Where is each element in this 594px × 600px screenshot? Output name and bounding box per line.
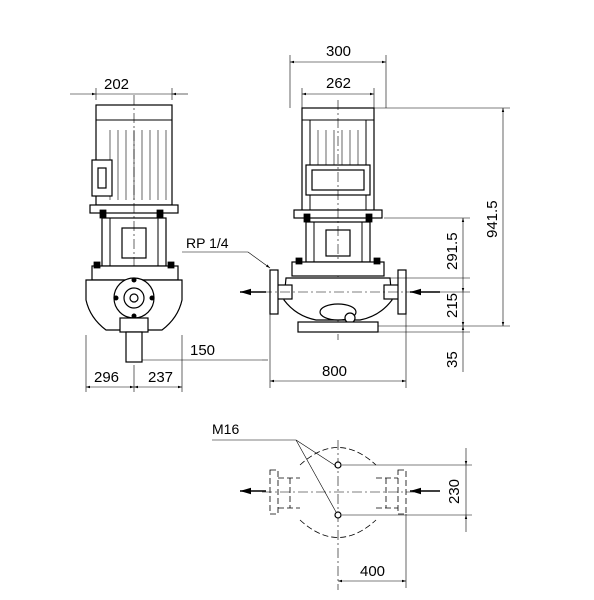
dim-150: 150: [142, 342, 268, 361]
dim-941-label: 941.5: [484, 200, 501, 238]
dim-230-label: 230: [446, 479, 463, 504]
dim-300-label: 300: [326, 43, 351, 60]
dim-35-label: 35: [444, 351, 461, 368]
side-view: [85, 95, 183, 370]
dim-296-237: 296 237: [85, 335, 183, 392]
bolt-thread-label: M16: [212, 421, 239, 437]
dim-262-label: 262: [326, 75, 351, 92]
dim-291-label: 291.5: [444, 232, 461, 270]
dim-262: 262: [301, 75, 375, 108]
vent-port-label: RP 1/4: [186, 235, 229, 251]
dim-400-label: 400: [360, 563, 385, 580]
dim-296-label: 296: [94, 369, 119, 386]
dim-202-label: 202: [104, 76, 129, 93]
dim-800-label: 800: [322, 363, 347, 380]
dim-vertical: 941.5 291.5 215 35: [374, 107, 510, 372]
front-view: [262, 100, 414, 340]
bolt-callout: M16: [212, 421, 337, 513]
footprint-view: [262, 440, 414, 590]
dim-400: 400: [338, 514, 407, 588]
dim-800: 800: [269, 314, 407, 388]
dim-150-label: 150: [190, 342, 215, 359]
vent-port-callout: RP 1/4: [182, 235, 271, 269]
dim-215-label: 215: [444, 293, 461, 318]
dim-237-label: 237: [148, 369, 173, 386]
dim-300: 300: [289, 43, 387, 108]
dim-230: 230: [342, 448, 472, 532]
dim-202: 202: [70, 76, 188, 100]
